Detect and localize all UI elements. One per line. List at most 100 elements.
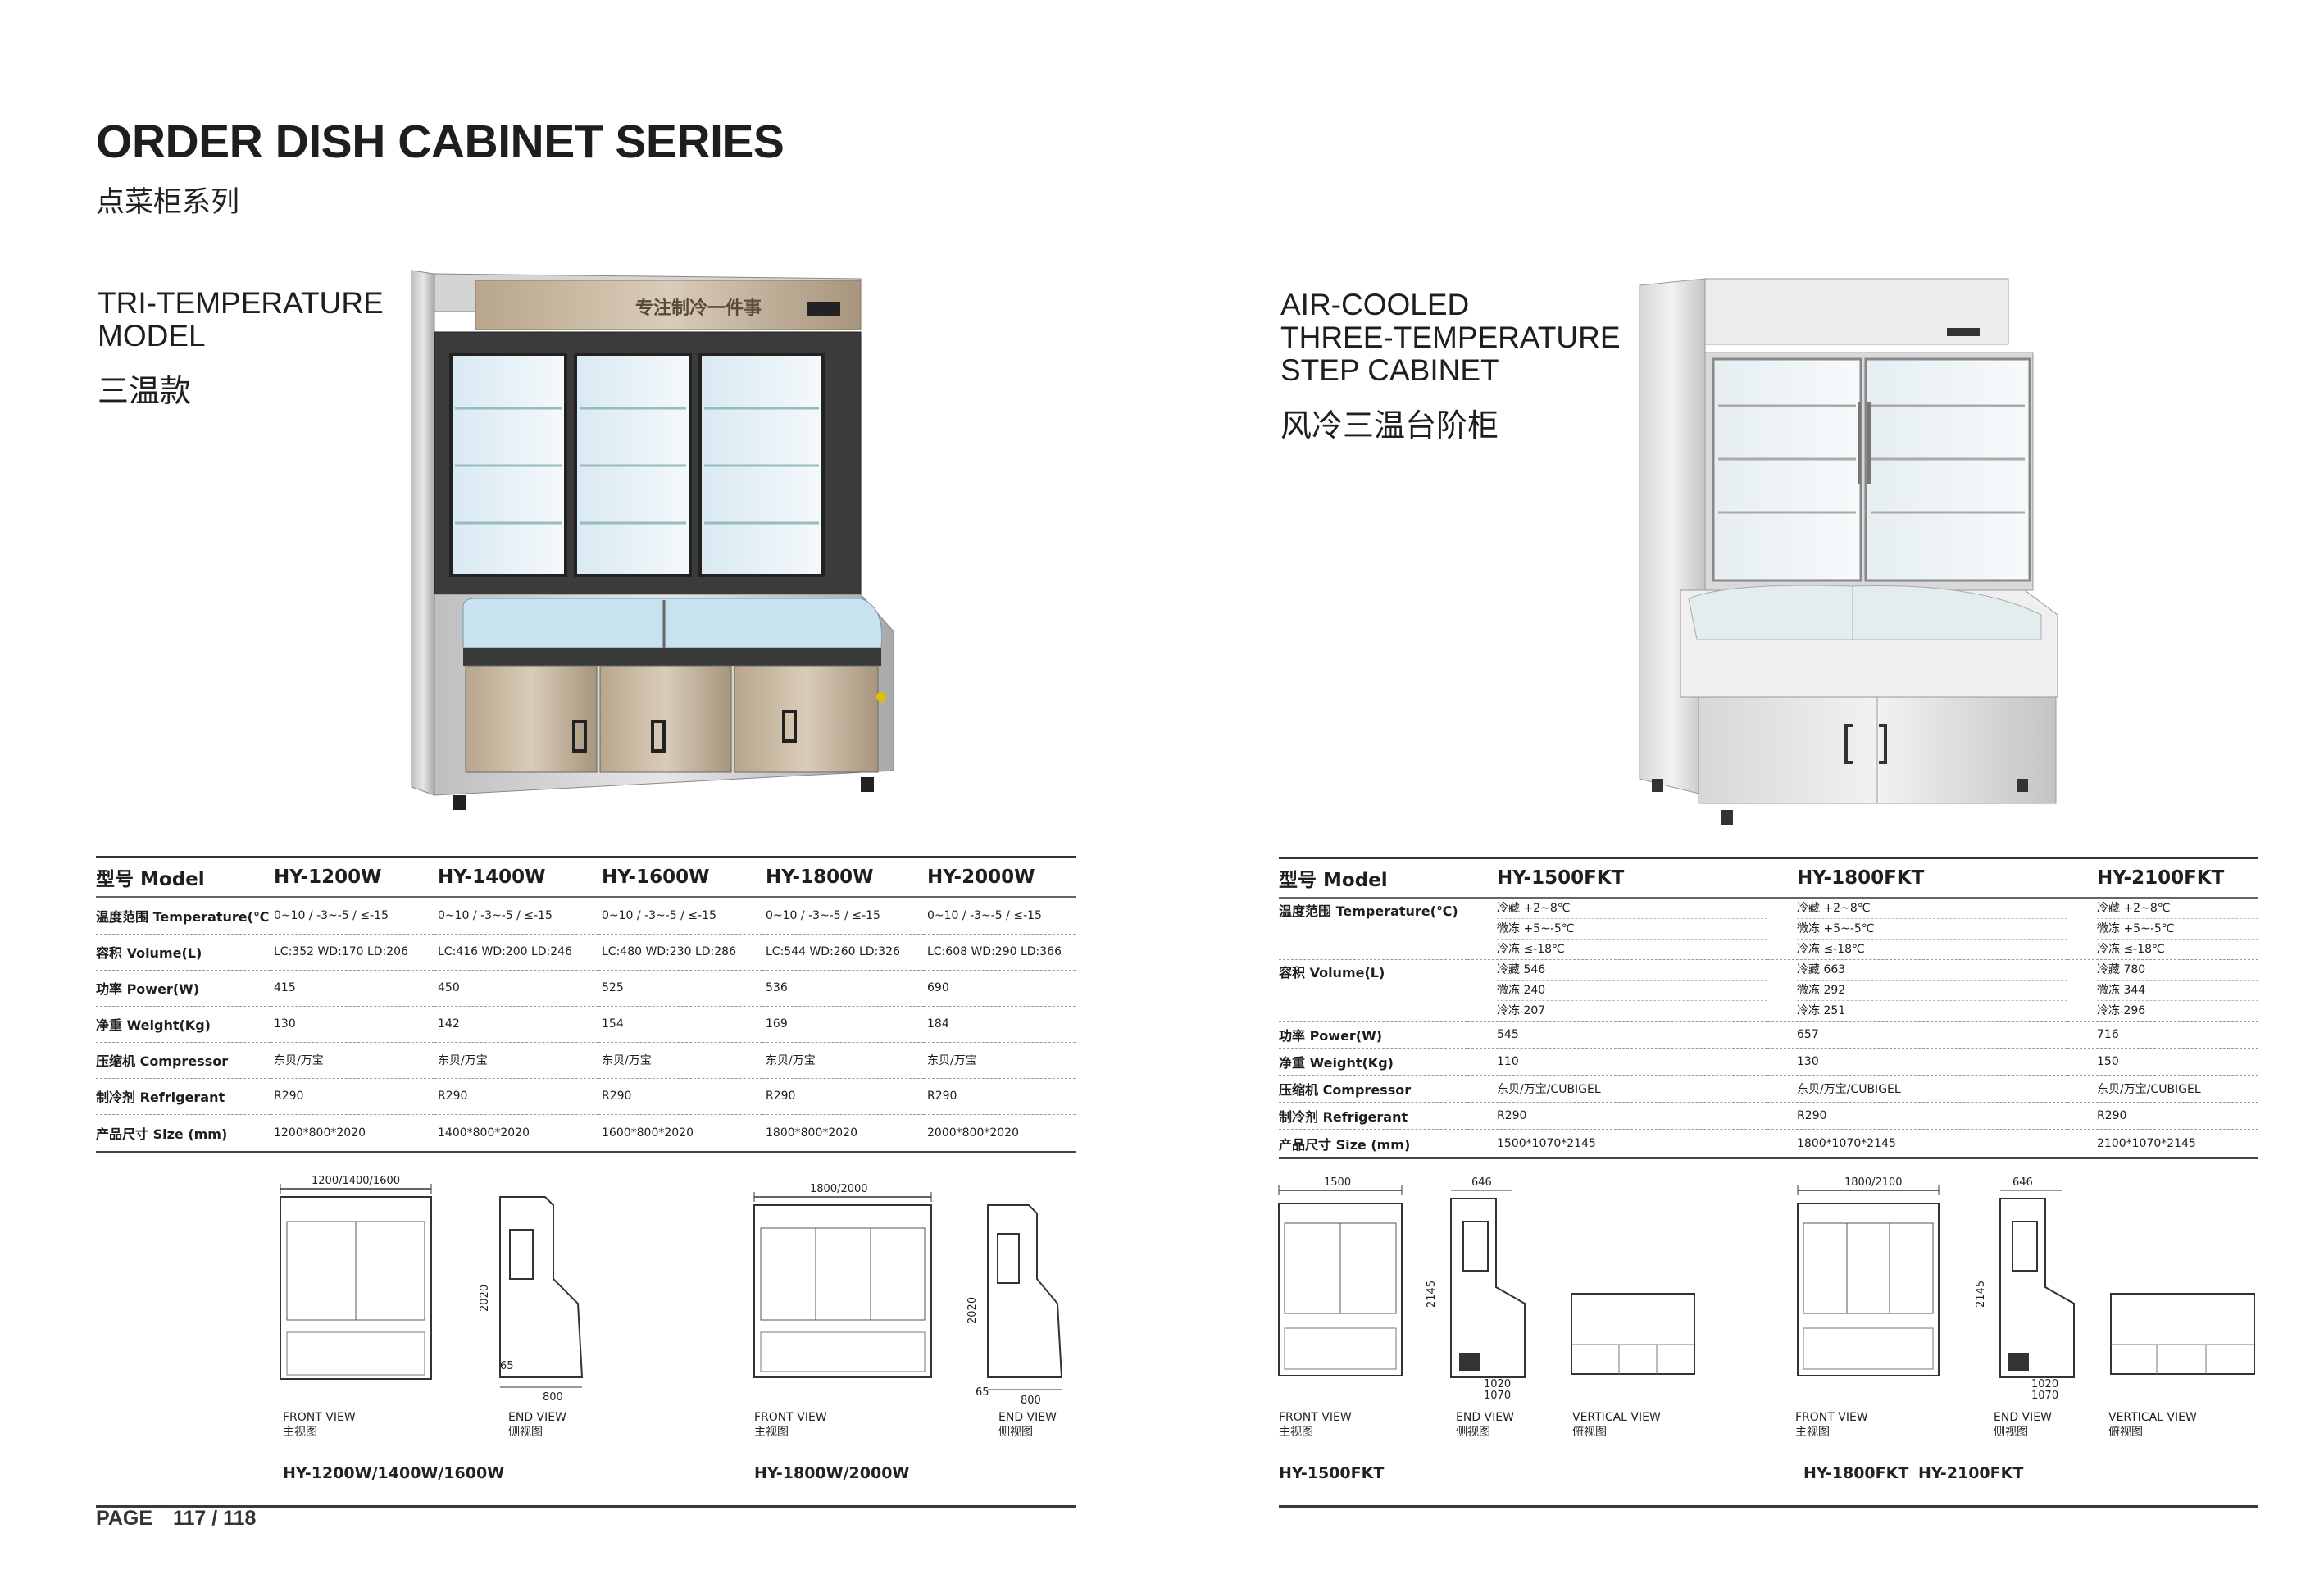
cell: R290	[2067, 1102, 2258, 1130]
table-row: 功率 Power(W) 545 657 716	[1279, 1021, 2258, 1049]
end-view-label-b: END VIEW 侧视图	[998, 1410, 1057, 1440]
table-row: 净重 Weight(Kg) 110 130 150	[1279, 1048, 2258, 1076]
cell: 415	[271, 970, 434, 1007]
row-label: 容积 Volume(L)	[96, 934, 271, 971]
cell: 东贝/万宝	[271, 1042, 434, 1079]
tri-temperature-cabinet-photo: 专注制冷一件事	[411, 270, 894, 810]
cell: LC:416 WD:200 LD:246	[434, 934, 598, 971]
right-header-model: 型号 Model	[1279, 857, 1467, 899]
cell: 110	[1467, 1048, 1767, 1076]
cell-line: 冷冻 ≤-18℃	[2097, 943, 2165, 956]
right-heading: AIR-COOLED THREE-TEMPERATURE STEP CABINE…	[1280, 289, 1621, 387]
dim-depth-a: 800	[543, 1391, 563, 1404]
vertical-view-label-fa: VERTICAL VIEW 俯视图	[1572, 1410, 1661, 1440]
cell: 657	[1767, 1021, 2067, 1049]
cell-line: 冷冻 ≤-18℃	[1797, 943, 1865, 956]
cell: LC:480 WD:230 LD:286	[598, 934, 762, 971]
cell: 冷藏 +2~8℃ 微冻 +5~-5℃ 冷冻 ≤-18℃	[1467, 898, 1767, 960]
cell: 142	[434, 1006, 598, 1043]
row-label: 压缩机 Compressor	[96, 1042, 271, 1079]
front-view-label-fa: FRONT VIEW 主视图	[1279, 1410, 1352, 1440]
dim-top-depth-fa: 646	[1471, 1176, 1492, 1189]
cell: 冷藏 780 微冻 344 冷冻 296	[2067, 959, 2258, 1022]
cell: 1600*800*2020	[598, 1114, 762, 1153]
vertical-view-en: VERTICAL VIEW	[1572, 1411, 1661, 1424]
row-label: 净重 Weight(Kg)	[96, 1006, 271, 1043]
row-label: 温度范围 Temperature(℃)	[96, 897, 271, 935]
table-row: 产品尺寸 Size (mm) 1500*1070*2145 1800*1070*…	[1279, 1129, 2258, 1159]
cell-line: 冷冻 ≤-18℃	[1497, 943, 1565, 956]
table-row: 功率 Power(W) 415 450 525 536 690	[96, 970, 1076, 1007]
dim-height-fb: 2145	[1975, 1281, 1987, 1308]
end-view-en: END VIEW	[1456, 1411, 1514, 1424]
cell: 2000*800*2020	[924, 1114, 1076, 1153]
dim-depth1-fa: 1020	[1484, 1378, 1511, 1390]
cell: 1800*1070*2145	[1767, 1129, 2067, 1159]
cell-line: 冷藏 663	[1797, 960, 2067, 981]
front-view-cn: 主视图	[754, 1426, 789, 1439]
page-value: 117 / 118	[172, 1507, 257, 1530]
right-heading-line3: STEP CABINET	[1280, 353, 1499, 387]
drawing-caption-fb1: HY-1800FKT	[1803, 1464, 1909, 1482]
front-view-label-a: FRONT VIEW 主视图	[283, 1410, 356, 1440]
page-label: PAGE	[96, 1507, 152, 1530]
left-heading-cn: 三温款	[98, 375, 192, 409]
cell: 0~10 / -3~-5 / ≤-15	[924, 897, 1076, 935]
cell-line: 冷藏 +2~8℃	[1497, 899, 1767, 919]
row-label: 容积 Volume(L)	[1279, 959, 1467, 1022]
row-label: 制冷剂 Refrigerant	[96, 1078, 271, 1115]
drawing-front-end-a: 1200/1400/1600 2020 800 65	[280, 1175, 584, 1404]
row-label: 温度范围 Temperature(℃)	[1279, 898, 1467, 960]
left-header-hy1200w: HY-1200W	[271, 856, 434, 898]
left-header-hy1600w: HY-1600W	[598, 856, 762, 898]
cell: 130	[271, 1006, 434, 1043]
front-view-cn: 主视图	[1795, 1426, 1830, 1439]
left-heading-line1: TRI-TEMPERATURE	[98, 286, 384, 320]
cell: R290	[1767, 1102, 2067, 1130]
vertical-view-cn: 俯视图	[1572, 1426, 1607, 1439]
cell: 525	[598, 970, 762, 1007]
cell: 450	[434, 970, 598, 1007]
cell-line: 冷藏 +2~8℃	[1797, 899, 2067, 919]
left-header-model: 型号 Model	[96, 856, 271, 898]
right-header-hy1800fkt: HY-1800FKT	[1767, 857, 2067, 899]
cell: LC:544 WD:260 LD:326	[762, 934, 924, 971]
page-number: PAGE 117 / 118	[96, 1507, 271, 1531]
right-heading-cn: 风冷三温台阶柜	[1280, 409, 1499, 444]
cell: R290	[762, 1078, 924, 1115]
end-view-en: END VIEW	[1994, 1411, 2052, 1424]
cell: 东贝/万宝/CUBIGEL	[2067, 1075, 2258, 1103]
front-view-en: FRONT VIEW	[754, 1411, 827, 1424]
end-view-cn: 侧视图	[998, 1426, 1033, 1439]
cell-line: 冷冻 296	[2097, 1004, 2146, 1017]
cabinet-sign: 专注制冷一件事	[635, 298, 762, 319]
left-heading-line2: MODEL	[98, 319, 206, 353]
row-label: 产品尺寸 Size (mm)	[96, 1114, 271, 1153]
left-spec-table: 型号 Model HY-1200W HY-1400W HY-1600W HY-1…	[96, 856, 1076, 1153]
cell: 0~10 / -3~-5 / ≤-15	[271, 897, 434, 935]
left-bottom-rule	[96, 1505, 1076, 1508]
row-label: 功率 Power(W)	[96, 970, 271, 1007]
table-row: 温度范围 Temperature(℃) 冷藏 +2~8℃ 微冻 +5~-5℃ 冷…	[1279, 898, 2258, 960]
vertical-view-en: VERTICAL VIEW	[2108, 1411, 2197, 1424]
cell: R290	[271, 1078, 434, 1115]
cell: 536	[762, 970, 924, 1007]
right-heading-line1: AIR-COOLED	[1280, 288, 1470, 321]
table-row: 压缩机 Compressor 东贝/万宝/CUBIGEL 东贝/万宝/CUBIG…	[1279, 1075, 2258, 1103]
row-label: 功率 Power(W)	[1279, 1021, 1467, 1049]
table-row: 温度范围 Temperature(℃) 0~10 / -3~-5 / ≤-15 …	[96, 897, 1076, 935]
left-heading: TRI-TEMPERATURE MODEL	[98, 287, 384, 353]
end-view-cn: 侧视图	[508, 1426, 543, 1439]
cell: 0~10 / -3~-5 / ≤-15	[434, 897, 598, 935]
row-label: 净重 Weight(Kg)	[1279, 1048, 1467, 1076]
drawing-front-end-vertical-b: 1800/2100 646 2145 1020 1070	[1797, 1176, 2255, 1402]
table-row: 容积 Volume(L) LC:352 WD:170 LD:206 LC:416…	[96, 934, 1076, 971]
drawing-caption-b: HY-1800W/2000W	[754, 1464, 910, 1482]
cell: 东贝/万宝	[924, 1042, 1076, 1079]
cell: 150	[2067, 1048, 2258, 1076]
cell-line: 冷冻 251	[1797, 1004, 1846, 1017]
cell: 184	[924, 1006, 1076, 1043]
cell: 东贝/万宝/CUBIGEL	[1767, 1075, 2067, 1103]
dim-height-a: 2020	[479, 1285, 491, 1312]
dim-depth2-fb: 1070	[2031, 1390, 2058, 1402]
